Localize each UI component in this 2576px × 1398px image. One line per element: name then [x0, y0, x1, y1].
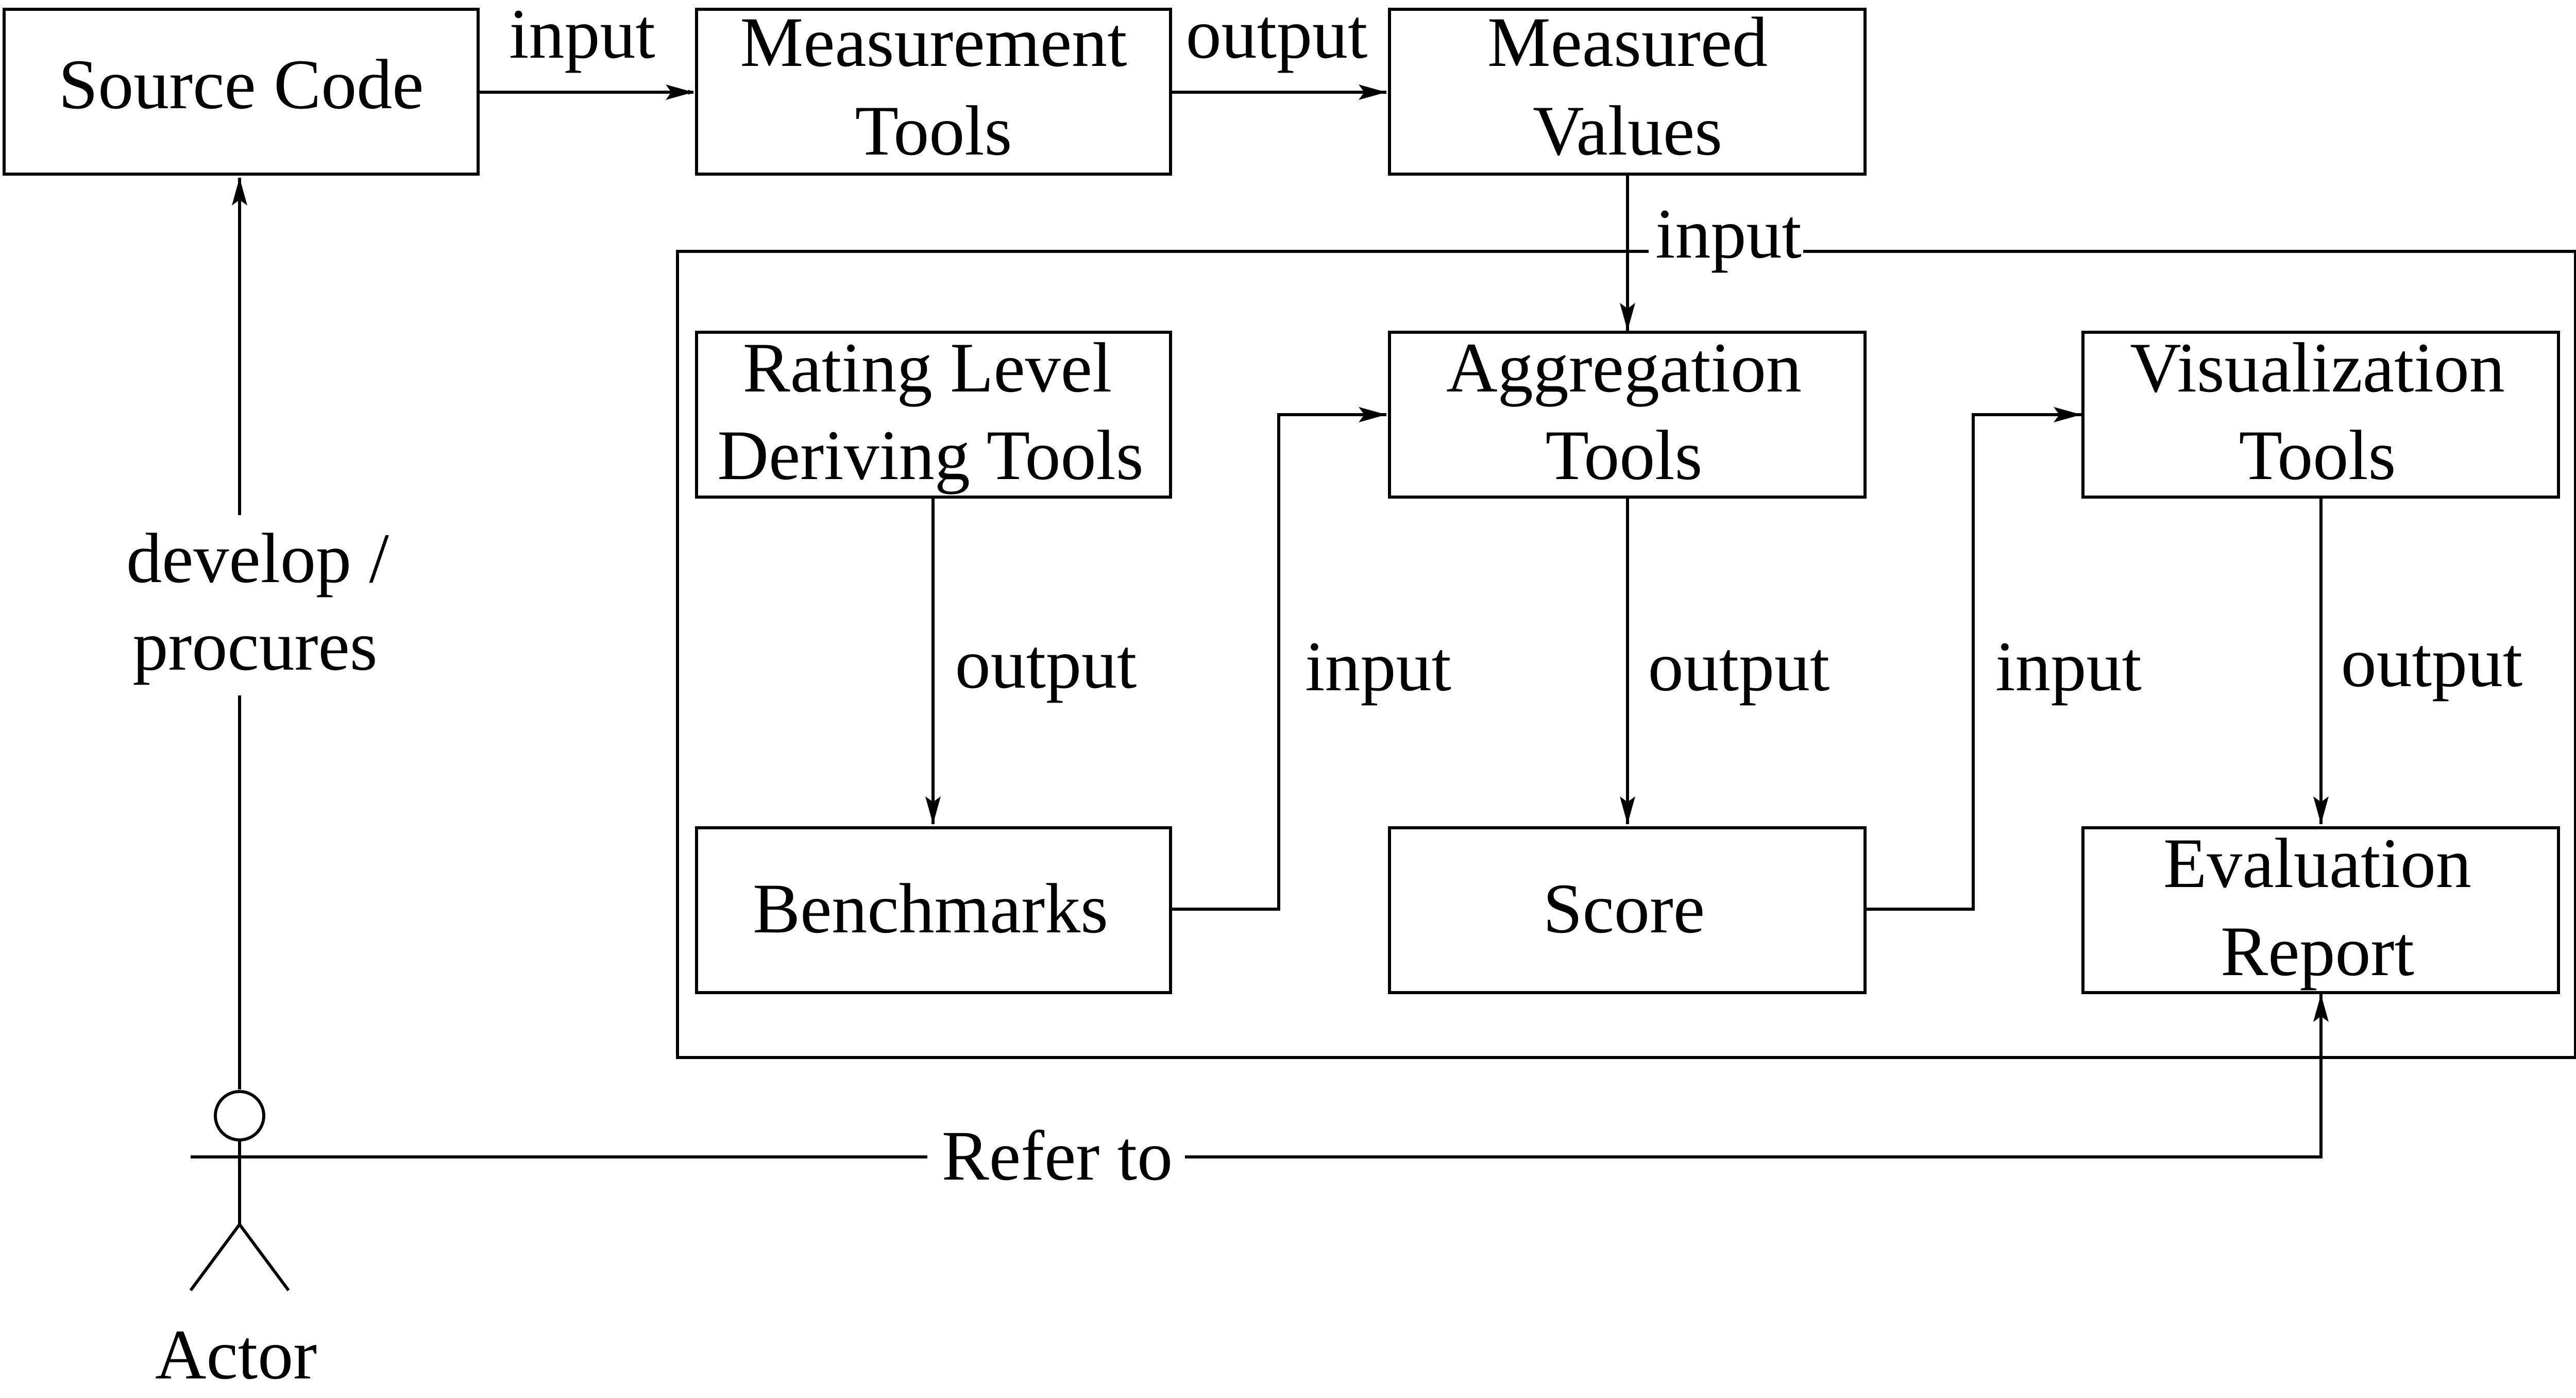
- node-evaluation-report-label-line2: Report: [2221, 912, 2414, 991]
- arrowhead-to-measured-values: [1359, 84, 1386, 100]
- edge-label-actor-to-source-line2: procures: [132, 606, 377, 685]
- edge-label-rating-to-benchmarks: output: [955, 624, 1137, 703]
- arrowhead-to-source-code: [232, 178, 247, 206]
- node-score: Score: [1388, 826, 1867, 994]
- node-visualization-tools-box: [2081, 331, 2560, 499]
- edge-score-to-visualization: [1865, 413, 2081, 911]
- edge-label-benchmarks-to-aggregation: input: [1305, 627, 1451, 706]
- edge-label-aggregation-to-score: output: [1648, 627, 1830, 706]
- arrowhead-to-benchmarks: [925, 796, 941, 824]
- node-rating-level-deriving-tools-label-line2: Deriving Tools: [717, 416, 1143, 495]
- edge-label-measurement-to-values: output: [1186, 0, 1368, 73]
- actor-head: [214, 1090, 265, 1141]
- arrowhead-benchmarks-to-aggregation: [1359, 407, 1386, 422]
- node-source-code: Source Code: [3, 8, 480, 176]
- edge-label-actor-to-report-bg: [927, 1113, 1185, 1195]
- node-measured-values-label-line1: Measured: [1487, 3, 1768, 81]
- node-visualization-tools: Visualization Tools: [2081, 328, 2560, 499]
- edge-label-score-to-visualization: input: [1995, 627, 2142, 706]
- arrowhead-actor-to-report: [2313, 994, 2329, 1022]
- edge-label-actor-to-source-bg: [103, 515, 402, 695]
- edge-label-source-to-measurement: input: [509, 0, 655, 73]
- arrowhead-to-evaluation-report: [2313, 796, 2329, 824]
- edge-label-values-to-aggregation-bg: [1649, 206, 1803, 273]
- node-benchmarks-label: Benchmarks: [753, 869, 1108, 948]
- edge-label-visualization-to-report: output: [2341, 623, 2523, 702]
- node-measured-values-box: [1388, 8, 1867, 176]
- node-source-code-label: Source Code: [58, 45, 423, 124]
- arrowhead-to-score: [1620, 796, 1635, 824]
- node-measurement-tools-box: [695, 8, 1172, 176]
- node-score-label: Score: [1543, 869, 1705, 948]
- node-visualization-tools-label-line2: Tools: [2239, 416, 2396, 495]
- node-aggregation-tools-label-line2: Tools: [1546, 416, 1703, 495]
- node-evaluation-report: Evaluation Report: [2081, 824, 2560, 994]
- edge-label-values-to-aggregation: input: [1655, 194, 1802, 273]
- node-rating-level-deriving-tools-box: [695, 331, 1172, 499]
- arrowhead-score-to-visualization: [2054, 407, 2081, 422]
- arrowhead-to-measurement-tools: [666, 84, 693, 100]
- node-measured-values: Measured Values: [1388, 3, 1867, 176]
- edge-benchmarks-to-aggregation: [1171, 413, 1386, 911]
- node-rating-level-deriving-tools-label-line1: Rating Level: [743, 328, 1112, 407]
- actor-legs: [189, 1221, 290, 1291]
- node-measurement-tools: Measurement Tools: [695, 3, 1172, 176]
- node-aggregation-tools-box: [1388, 331, 1867, 499]
- arrowhead-to-aggregation-tools: [1620, 303, 1635, 331]
- node-score-box: [1388, 826, 1867, 994]
- actor-label: Actor: [155, 1315, 317, 1394]
- edge-label-actor-to-report: Refer to: [942, 1116, 1173, 1195]
- node-aggregation-tools: Aggregation Tools: [1388, 328, 1867, 499]
- node-measurement-tools-label-line1: Measurement: [740, 3, 1127, 81]
- node-evaluation-report-box: [2081, 826, 2560, 994]
- node-benchmarks: Benchmarks: [695, 826, 1172, 994]
- edge-actor-to-report: [191, 994, 2323, 1158]
- node-rating-level-deriving-tools: Rating Level Deriving Tools: [695, 328, 1172, 499]
- node-measurement-tools-label-line2: Tools: [855, 91, 1012, 170]
- actor-figure: [189, 1090, 290, 1291]
- arrowheads: [232, 84, 2329, 1022]
- node-evaluation-report-label-line1: Evaluation: [2163, 824, 2471, 902]
- node-measured-values-label-line2: Values: [1533, 91, 1722, 170]
- node-benchmarks-box: [695, 826, 1172, 994]
- node-aggregation-tools-label-line1: Aggregation: [1446, 328, 1802, 407]
- node-visualization-tools-label-line1: Visualization: [2130, 328, 2505, 407]
- node-source-code-box: [3, 8, 480, 176]
- edge-label-actor-to-source-line1: develop /: [126, 519, 389, 598]
